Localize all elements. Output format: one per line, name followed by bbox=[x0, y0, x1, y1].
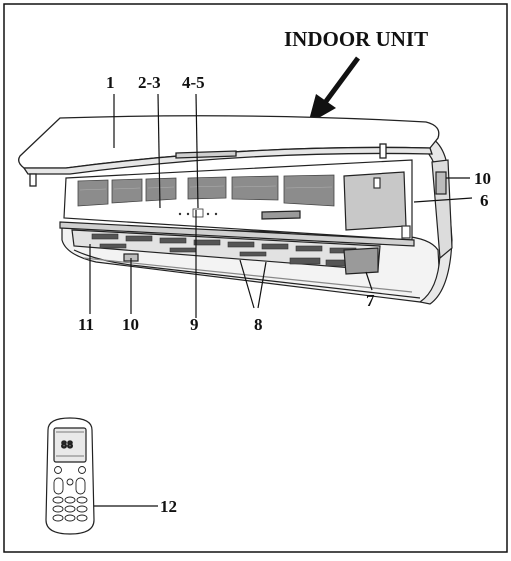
callout-8: 8 bbox=[254, 315, 263, 334]
leader-lines bbox=[88, 93, 473, 507]
callout-12: 12 bbox=[160, 497, 177, 516]
remote-buttons bbox=[52, 466, 88, 522]
page-border bbox=[3, 3, 508, 553]
remote-display-digits: 88 bbox=[61, 440, 73, 451]
callout-11: 11 bbox=[78, 315, 94, 334]
filter-mesh bbox=[79, 185, 333, 191]
callout-7: 7 bbox=[366, 291, 375, 310]
display-panel bbox=[178, 208, 218, 218]
front-panel bbox=[18, 115, 440, 187]
remote-screen bbox=[53, 427, 87, 463]
horizontal-flap bbox=[343, 247, 379, 275]
callout-6: 6 bbox=[480, 191, 489, 210]
callout-1: 1 bbox=[106, 73, 115, 92]
callout-10-bottom: 10 bbox=[122, 315, 139, 334]
power-icon bbox=[54, 466, 62, 474]
callout-10-right: 10 bbox=[474, 169, 491, 188]
callout-2-3: 2-3 bbox=[138, 73, 161, 92]
louvers bbox=[91, 233, 357, 267]
arrow-icon bbox=[308, 56, 361, 124]
side-button bbox=[435, 171, 447, 195]
indoor-unit-body bbox=[59, 131, 453, 305]
remote-control: 88 bbox=[45, 417, 95, 535]
filter-tab bbox=[261, 210, 301, 220]
callout-9: 9 bbox=[190, 315, 199, 334]
callout-4-5: 4-5 bbox=[182, 73, 205, 92]
diagram-title: INDOOR UNIT bbox=[284, 27, 428, 51]
